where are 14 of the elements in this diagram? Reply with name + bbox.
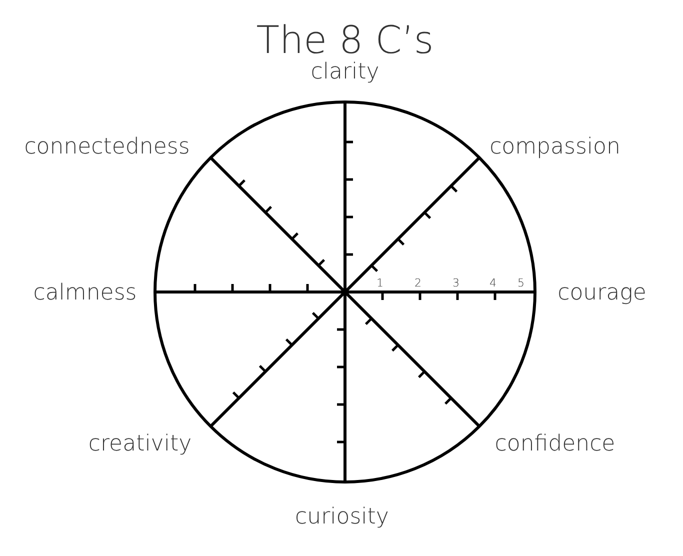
axis-label: connectedness xyxy=(24,134,190,160)
tick-label: 2 xyxy=(414,276,422,290)
axis-label: calmness xyxy=(33,280,137,306)
axis-label: curiosity xyxy=(295,504,389,530)
diagram-title: The 8 C’s xyxy=(256,18,434,62)
axis-label: confidence xyxy=(494,432,616,456)
axis-label: courage xyxy=(558,280,646,306)
axis-label: clarity xyxy=(310,60,380,84)
axis-label: creativity xyxy=(88,432,192,456)
tick-label: 3 xyxy=(452,276,460,290)
axis-label: compassion xyxy=(490,134,620,160)
tick-label: 5 xyxy=(518,276,524,290)
tick-label: 1 xyxy=(376,276,384,290)
tick-label: 4 xyxy=(490,276,496,290)
